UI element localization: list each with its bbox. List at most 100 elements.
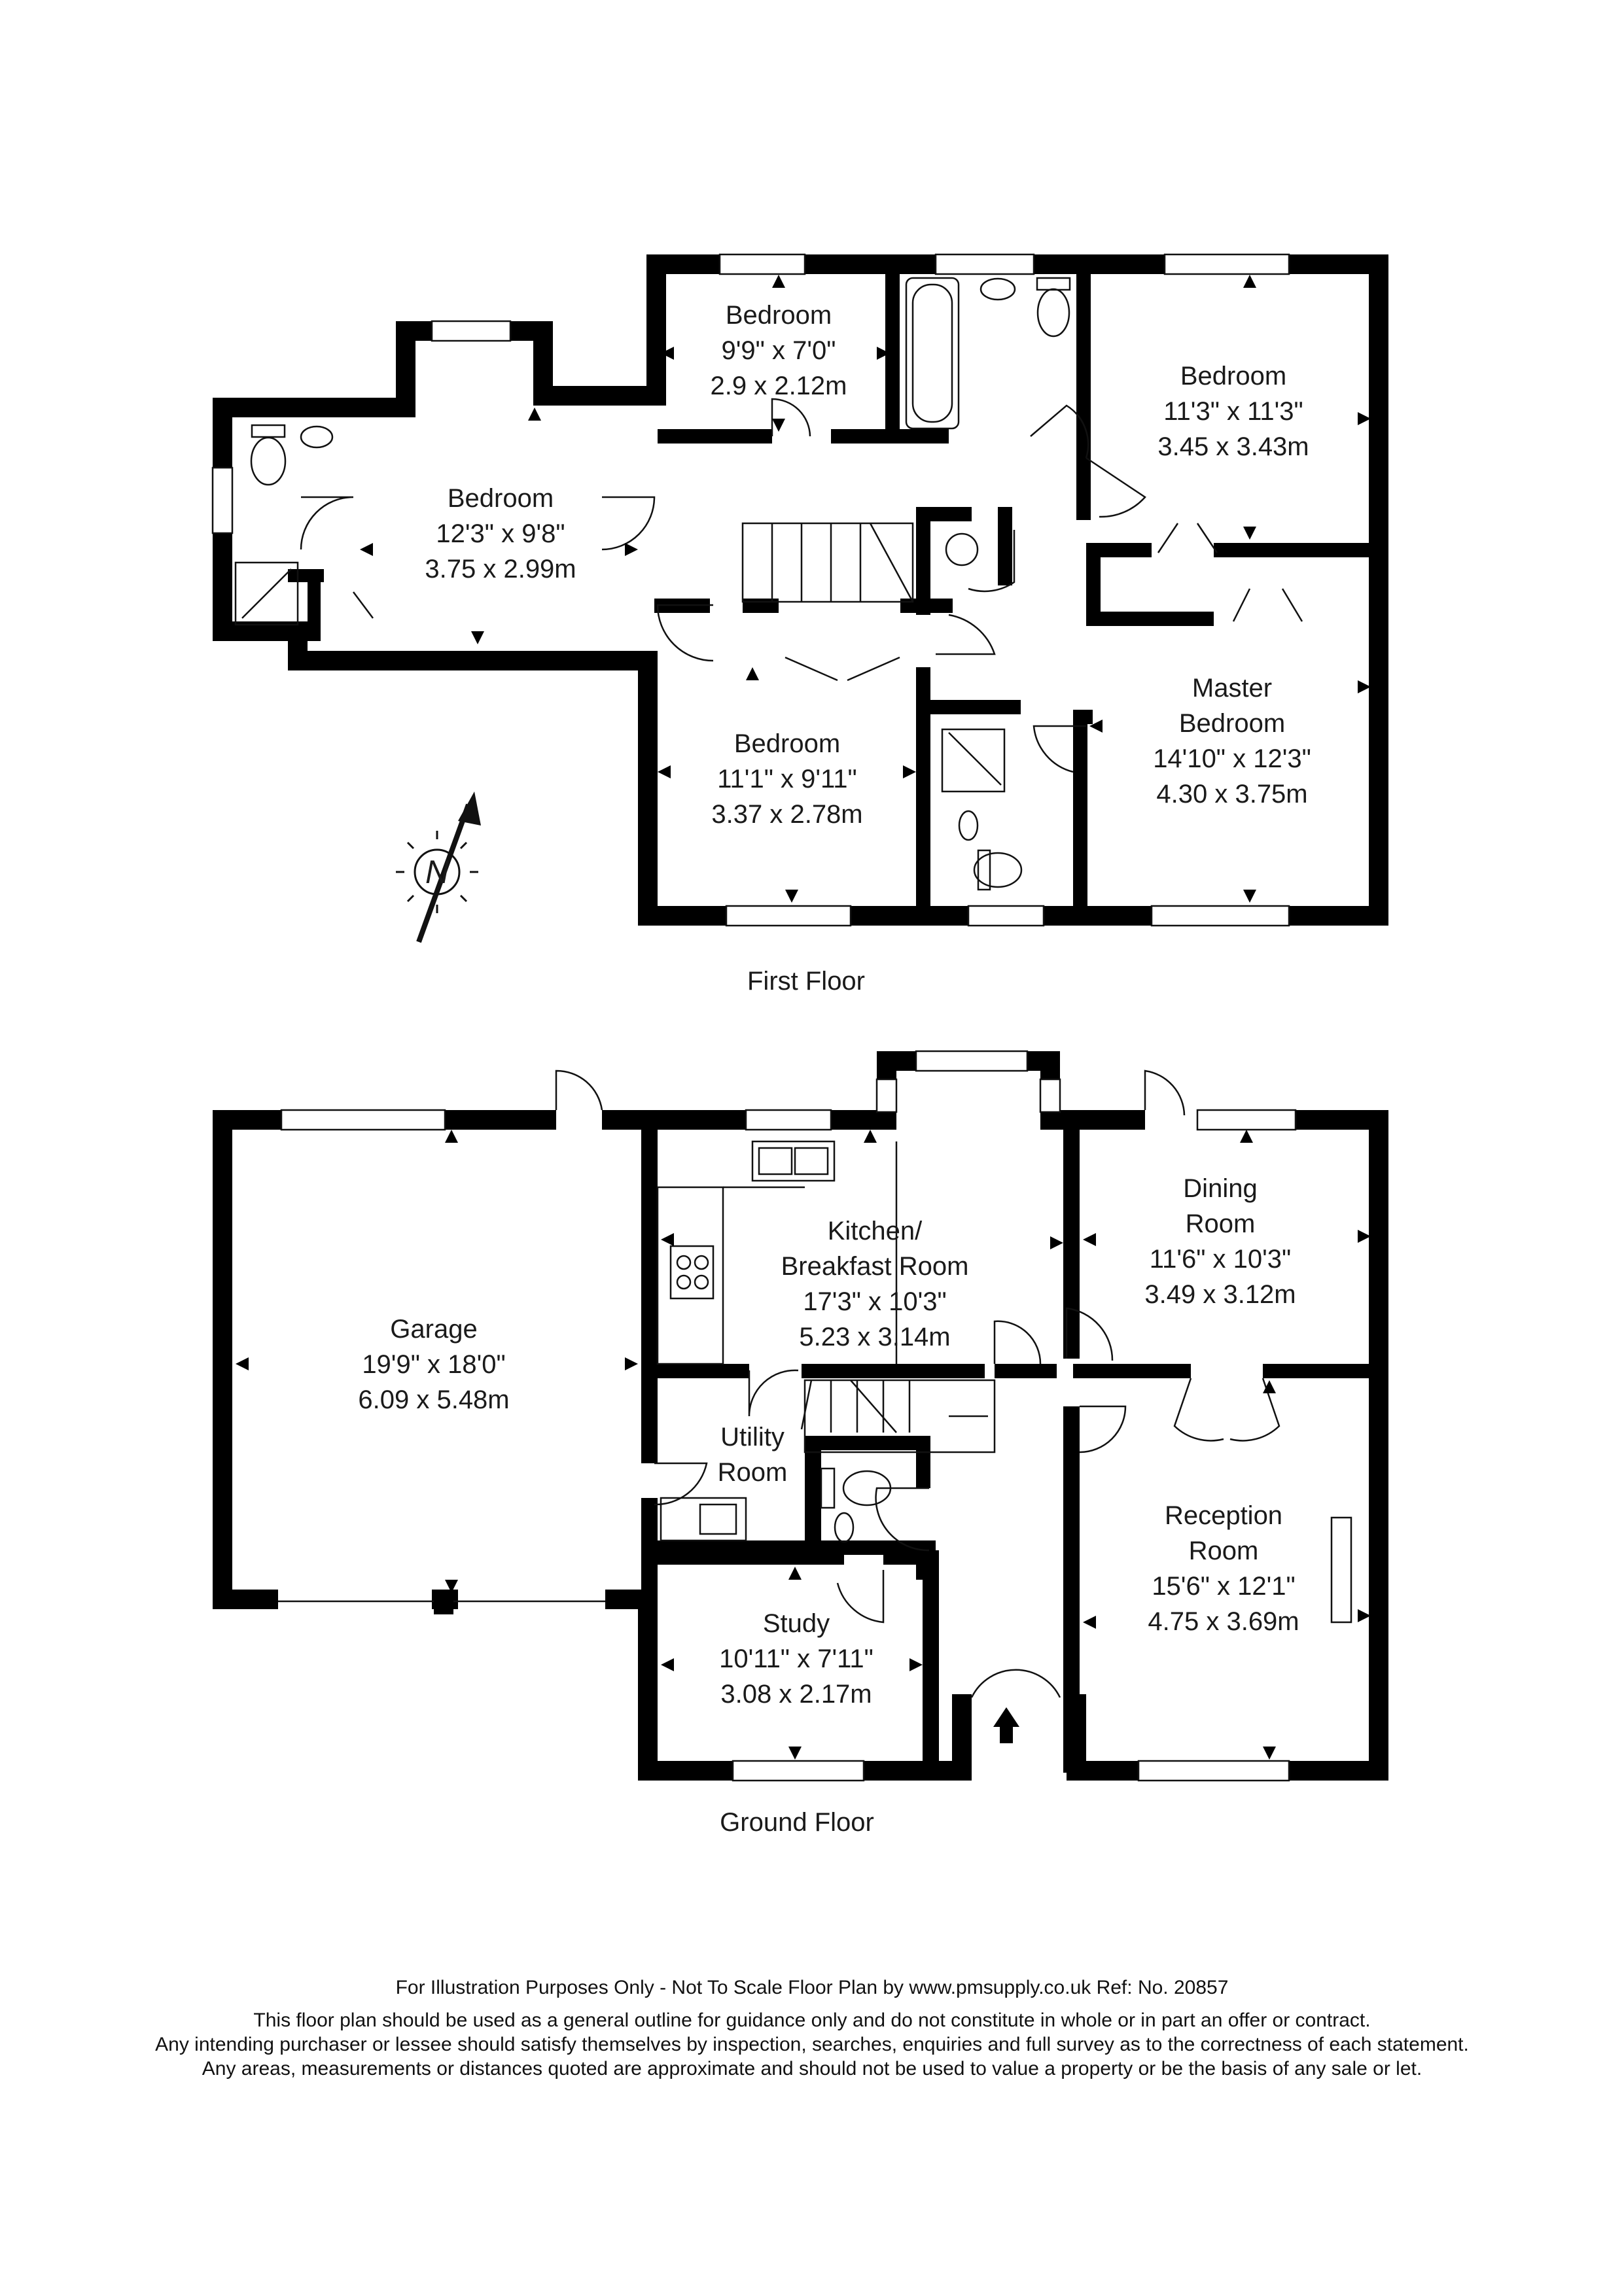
room-label-line: 3.45 x 3.43m <box>1157 432 1309 461</box>
dimension-arrowhead <box>1083 1616 1096 1629</box>
dimension-arrowhead <box>445 1130 458 1143</box>
entrance-arrow <box>993 1707 1019 1743</box>
dimension-arrowhead <box>1263 1380 1276 1393</box>
ground-floor-title: Ground Floor <box>720 1808 874 1837</box>
first-floor-fixtures <box>234 277 1071 891</box>
room-label-line: 19'9" x 18'0" <box>362 1350 505 1379</box>
dimension-arrowhead <box>528 408 541 421</box>
dimension-arrowhead <box>236 1357 249 1370</box>
ground-floor-stairs <box>800 1379 996 1453</box>
dimension-arrowhead <box>1243 527 1256 540</box>
room-label-line: Utility <box>720 1423 785 1452</box>
room-label-line: Kitchen/ <box>828 1217 923 1245</box>
room-label-line: 4.30 x 3.75m <box>1156 780 1307 809</box>
room-label-line: Bedroom <box>448 484 554 513</box>
compass-rose: N <box>396 791 481 943</box>
dimension-arrowhead <box>877 347 890 360</box>
first-floor-plan: N <box>211 253 1388 943</box>
room-label-line: 12'3" x 9'8" <box>436 519 565 548</box>
room-label-line: 2.9 x 2.12m <box>710 372 847 400</box>
dimension-arrowhead <box>1240 1130 1253 1143</box>
room-label-line: 3.75 x 2.99m <box>425 555 576 583</box>
dimension-arrowhead <box>661 1658 674 1671</box>
dimension-arrowhead <box>1089 720 1103 733</box>
dimension-arrows <box>236 275 1371 1760</box>
room-label-line: Bedroom <box>734 729 840 758</box>
dimension-arrowhead <box>1243 890 1256 903</box>
room-label-line: Breakfast Room <box>781 1252 969 1281</box>
room-label-line: 3.08 x 2.17m <box>720 1680 872 1709</box>
dimension-arrowhead <box>625 1357 638 1370</box>
garage-post <box>434 1596 453 1614</box>
dimension-arrowhead <box>746 667 759 680</box>
room-label-line: Reception <box>1165 1501 1282 1530</box>
first-floor-stairs <box>741 522 914 603</box>
dimension-arrowhead <box>1358 412 1371 425</box>
dimension-arrowhead <box>864 1130 877 1143</box>
dimension-arrowhead <box>788 1567 802 1580</box>
room-label-kitchen: Kitchen/Breakfast Room 17'3" x 10'3" 5.23 … <box>781 1217 969 1351</box>
footer-credit-line: For Illustration Purposes Only - Not To … <box>395 1977 1229 1998</box>
ground-floor-internal-walls <box>641 1110 1381 1773</box>
first-floor-internal-walls <box>288 265 1377 916</box>
dimension-arrowhead <box>1083 1233 1096 1246</box>
room-label-line: Garage <box>390 1315 477 1344</box>
room-label-line: 17'3" x 10'3" <box>803 1287 946 1316</box>
dimension-arrowhead <box>658 765 671 778</box>
dimension-arrowhead <box>1201 612 1214 625</box>
ground-floor-plan <box>213 1050 1388 1782</box>
room-label-line: Study <box>763 1609 830 1638</box>
dimension-arrowhead <box>1263 1747 1276 1760</box>
room-label-line: Bedroom <box>1180 362 1286 391</box>
room-label-line: 14'10" x 12'3" <box>1153 744 1311 773</box>
room-label-line: 11'6" x 10'3" <box>1150 1245 1291 1274</box>
dimension-arrowhead <box>445 1580 458 1593</box>
room-label-line: Room <box>1186 1209 1256 1238</box>
dimension-arrowhead <box>1358 1609 1371 1622</box>
room-label-line: 3.49 x 3.12m <box>1144 1280 1296 1309</box>
room-label-bed-c: Bedroom 12'3" x 9'8" 3.75 x 2.99m <box>425 484 576 583</box>
room-label-line: 11'3" x 11'3" <box>1163 397 1303 426</box>
dimension-arrowhead <box>772 275 785 288</box>
dimension-arrowhead <box>661 1233 674 1246</box>
dimension-arrowhead <box>909 1658 923 1671</box>
ground-floor-doors <box>555 1070 1280 1698</box>
dimension-arrowhead <box>788 1747 802 1760</box>
dimension-arrowhead <box>661 347 674 360</box>
footer-disclaimer-3: Any areas, measurements or distances quo… <box>202 2058 1422 2079</box>
dimension-arrowhead <box>903 765 916 778</box>
dimension-arrowhead <box>772 419 785 432</box>
room-label-garage: Garage 19'9" x 18'0" 6.09 x 5.48m <box>358 1315 509 1414</box>
footer-disclaimer-1: This floor plan should be used as a gene… <box>253 2009 1371 2031</box>
room-label-line: Bedroom <box>1179 709 1285 738</box>
room-label-line: 15'6" x 12'1" <box>1152 1572 1295 1601</box>
room-label-line: Master <box>1192 674 1272 703</box>
room-label-line: 11'1" x 9'11" <box>717 765 856 793</box>
compass-north-letter: N <box>425 854 450 890</box>
room-label-line: Room <box>1189 1537 1259 1565</box>
room-label-line: 6.09 x 5.48m <box>358 1385 509 1414</box>
first-floor-windows <box>211 253 1290 927</box>
room-label-line: 5.23 x 3.14m <box>799 1323 950 1351</box>
room-label-line: 3.37 x 2.78m <box>711 800 862 829</box>
room-label-line: Room <box>718 1458 788 1487</box>
room-label-line: Dining <box>1183 1174 1257 1203</box>
room-label-line: 4.75 x 3.69m <box>1148 1607 1299 1636</box>
dimension-arrowhead <box>785 890 798 903</box>
dimension-arrowhead <box>625 543 638 556</box>
dimension-arrowhead <box>1050 1236 1063 1249</box>
room-label-bed-d: Bedroom 11'1" x 9'11" 3.37 x 2.78m <box>711 729 862 829</box>
dimension-arrowhead <box>1358 680 1371 693</box>
dimension-arrowhead <box>471 631 484 644</box>
room-label-bed-b: Bedroom 11'3" x 11'3" 3.45 x 3.43m <box>1157 362 1309 461</box>
ground-floor-windows <box>280 1050 1297 1782</box>
dimension-arrowhead <box>1243 275 1256 288</box>
